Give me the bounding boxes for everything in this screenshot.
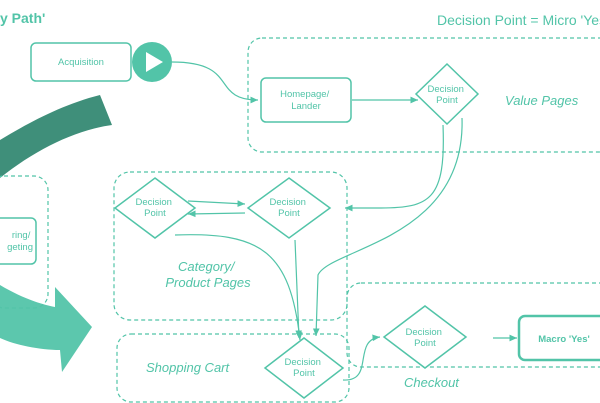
homepage-node	[260, 77, 352, 123]
targeting-group	[0, 175, 49, 309]
targeting-node	[0, 217, 37, 265]
category-label-line-2: Product Pages	[165, 275, 251, 290]
decision-point-category-1-line-2: Point	[144, 208, 166, 219]
homepage-label-line-2: Lander	[291, 101, 321, 112]
svg-text:Decision Point: Decision Point	[269, 197, 308, 219]
svg-text:Decision Point: Decision Point	[405, 327, 444, 349]
svg-text:Homepage/ Lander: Homepage/ Lander	[280, 89, 332, 112]
acquisition-node	[30, 42, 132, 82]
shopping-cart-group	[116, 333, 350, 403]
decision-point-cart-line-1: Decision	[284, 357, 320, 368]
connector-value-to-category	[345, 124, 444, 212]
page-title: y Path'	[0, 10, 46, 26]
decision-point-value-line-1: Decision	[427, 84, 463, 95]
cycle-arrow-dark	[0, 95, 112, 178]
decision-point-value	[414, 62, 480, 126]
category-group	[113, 171, 348, 321]
play-icon-triangle	[146, 52, 163, 72]
category-label-line-1: Category/	[178, 259, 236, 274]
homepage-label-line-1: Homepage/	[280, 89, 329, 100]
macro-yes-node	[517, 314, 600, 362]
svg-text:Decision Point: Decision Point	[284, 357, 323, 379]
svg-text:Decision Point: Decision Point	[427, 84, 466, 106]
decision-point-category-2-line-1: Decision	[269, 197, 305, 208]
connector-dp2-cart	[294, 239, 303, 339]
decision-point-checkout	[382, 305, 468, 369]
acquisition-label: Acquisition	[58, 57, 104, 68]
decision-point-cart	[263, 337, 345, 399]
decision-point-category-1	[113, 177, 197, 239]
decision-point-category-2	[246, 177, 332, 239]
decision-point-legend: Decision Point = Micro 'Yes'	[437, 12, 600, 28]
targeting-label-line-2: geting	[7, 242, 33, 253]
targeting-label-line-1: ring/	[12, 230, 31, 241]
connector-dp1-dp2	[187, 200, 246, 207]
checkout-group	[346, 282, 600, 368]
decision-point-cart-line-2: Point	[293, 368, 315, 379]
decision-point-checkout-line-1: Decision	[405, 327, 441, 338]
value-pages-label: Value Pages	[505, 93, 579, 108]
checkout-label: Checkout	[404, 375, 460, 390]
connector-value-to-cart	[312, 117, 463, 337]
macro-yes-label: Macro 'Yes'	[538, 334, 590, 345]
decision-point-category-2-line-2: Point	[278, 208, 300, 219]
svg-text:Decision Point: Decision Point	[135, 197, 174, 219]
connector-cart-checkout	[342, 334, 381, 381]
decision-point-category-1-line-1: Decision	[135, 197, 171, 208]
svg-text:ring/ geting: ring/ geting	[7, 230, 33, 253]
connector-play-homepage	[171, 61, 259, 104]
svg-text:Category/ Product Pages: Category/ Product Pages	[165, 259, 251, 290]
cycle-arrow-light	[0, 285, 92, 372]
connector-dp2-dp1	[187, 210, 246, 218]
decision-point-checkout-line-2: Point	[414, 338, 436, 349]
decision-point-value-line-2: Point	[436, 95, 458, 106]
connector-dp1-cart	[174, 234, 303, 341]
value-pages-group	[247, 37, 600, 153]
shopping-cart-label: Shopping Cart	[146, 360, 230, 375]
